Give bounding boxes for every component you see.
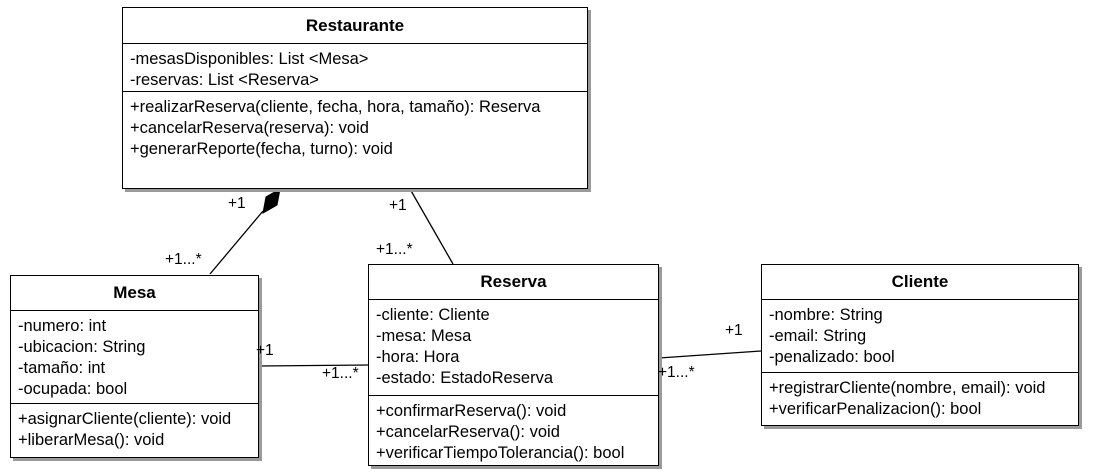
composition-diamond — [262, 188, 281, 214]
class-name: Mesa — [11, 276, 258, 311]
attributes-section: -cliente: Cliente -mesa: Mesa -hora: Hor… — [369, 300, 658, 396]
cliente-reserva-line — [658, 350, 762, 359]
attribute: -ubicacion: String — [18, 338, 146, 356]
multiplicity-label: +1...* — [658, 364, 695, 381]
method: +realizarReserva(cliente, fecha, hora, t… — [130, 98, 541, 116]
methods-section: +realizarReserva(cliente, fecha, hora, t… — [123, 92, 587, 164]
attributes-section: -nombre: String -email: String -penaliza… — [762, 300, 1078, 373]
attributes-section: -mesasDisponibles: List <Mesa> -reservas… — [123, 44, 587, 92]
multiplicity-label: +1 — [725, 322, 743, 339]
multiplicity-label: +1 — [389, 197, 407, 214]
multiplicity-label: +1 — [228, 195, 246, 212]
methods-section: +registrarCliente(nombre, email): void +… — [762, 373, 1078, 424]
attribute: -estado: EstadoReserva — [376, 369, 554, 387]
methods-section: +confirmarReserva(): void +cancelarReser… — [369, 396, 658, 468]
multiplicity-label: +1...* — [322, 365, 359, 382]
method: +cancelarReserva(reserva): void — [130, 119, 369, 137]
attribute: -mesa: Mesa — [376, 327, 472, 345]
attribute: -penalizado: bool — [769, 348, 895, 366]
method: +verificarPenalizacion(): bool — [769, 400, 982, 418]
attribute: -nombre: String — [769, 306, 883, 324]
attributes-section: -numero: int -ubicacion: String -tamaño:… — [11, 311, 258, 404]
method: +cancelarReserva(): void — [376, 423, 560, 441]
attribute: -hora: Hora — [376, 348, 460, 366]
restaurante-mesa-composition-line — [209, 210, 264, 275]
attribute: -mesasDisponibles: List <Mesa> — [130, 50, 369, 68]
attribute: -email: String — [769, 327, 867, 345]
method: +generarReporte(fecha, turno): void — [130, 140, 393, 158]
class-reserva[interactable]: Reserva -cliente: Cliente -mesa: Mesa -h… — [368, 264, 659, 466]
method: +liberarMesa(): void — [18, 431, 165, 449]
attribute: -reservas: List <Reserva> — [130, 71, 319, 89]
class-mesa[interactable]: Mesa -numero: int -ubicacion: String -ta… — [10, 275, 259, 458]
method: +asignarCliente(cliente): void — [18, 410, 232, 428]
class-name: Restaurante — [123, 8, 587, 44]
multiplicity-label: +1 — [256, 342, 274, 359]
class-name: Cliente — [762, 265, 1078, 300]
attribute: -tamaño: int — [18, 359, 106, 377]
attribute: -ocupada: bool — [18, 380, 128, 398]
class-cliente[interactable]: Cliente -nombre: String -email: String -… — [761, 264, 1079, 426]
method: +registrarCliente(nombre, email): void — [769, 379, 1046, 397]
mesa-reserva-line — [258, 364, 370, 367]
class-name: Reserva — [369, 265, 658, 300]
attribute: -cliente: Cliente — [376, 306, 490, 324]
methods-section: +asignarCliente(cliente): void +liberarM… — [11, 404, 258, 455]
attribute: -numero: int — [18, 317, 107, 335]
method: +confirmarReserva(): void — [376, 402, 567, 420]
multiplicity-label: +1...* — [165, 251, 202, 268]
multiplicity-label: +1...* — [376, 241, 413, 258]
restaurante-reserva-line — [409, 188, 454, 265]
method: +verificarTiempoTolerancia(): bool — [376, 444, 625, 462]
class-restaurante[interactable]: Restaurante -mesasDisponibles: List <Mes… — [122, 7, 588, 189]
